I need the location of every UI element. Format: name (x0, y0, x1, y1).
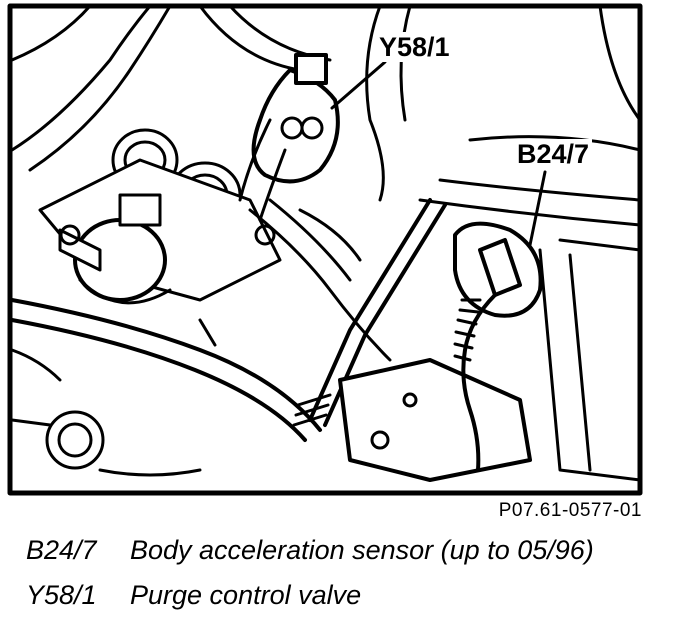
legend-row: Y58/1 Purge control valve (26, 580, 361, 611)
legend-description: Purge control valve (130, 580, 362, 610)
callout-purge-valve: Y58/1 (376, 32, 453, 62)
figure-code: P07.61-0577-01 (498, 500, 642, 521)
callout-accel-sensor: B24/7 (514, 139, 593, 169)
leader-line-y58-1 (330, 60, 387, 110)
legend-code: Y58/1 (26, 580, 97, 610)
legend-row: B24/7 Body acceleration sensor (up to 05/… (26, 535, 594, 566)
legend-description: Body acceleration sensor (up to 05/96) (130, 535, 594, 565)
leader-line-b24-7 (528, 170, 547, 247)
legend-code: B24/7 (26, 535, 97, 565)
engine-components (10, 4, 642, 482)
